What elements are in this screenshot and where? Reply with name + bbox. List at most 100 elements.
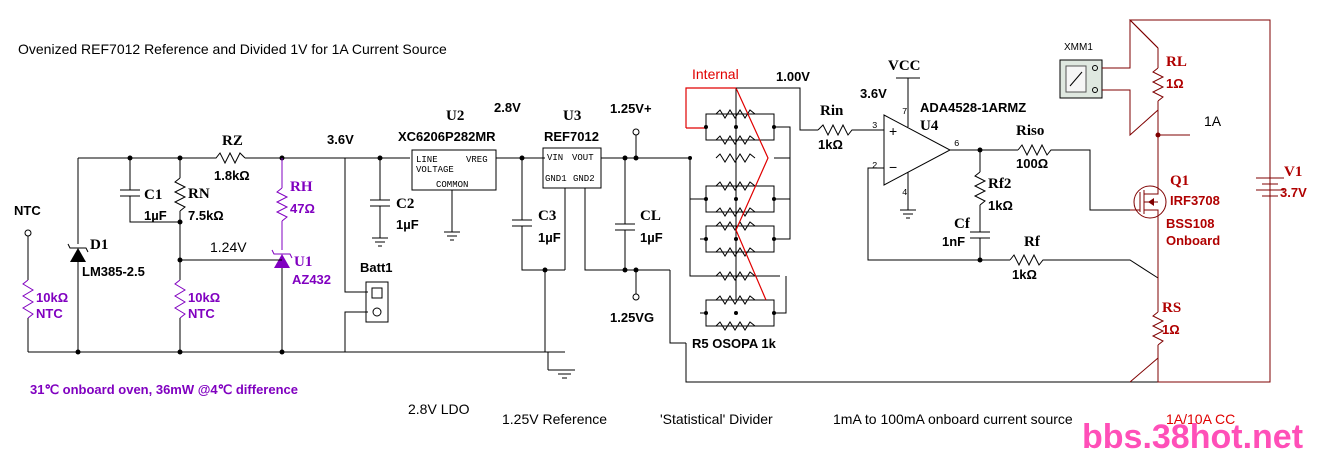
ground-main <box>547 352 575 379</box>
ntc-label: NTC <box>14 203 41 218</box>
u3-pin-vout: VOUT <box>572 153 594 163</box>
divider-section: Internal <box>660 66 1270 427</box>
ntc1-resistor <box>22 279 34 319</box>
ntc-terminal <box>22 229 34 352</box>
rn-value: 7.5kΩ <box>188 208 224 223</box>
u2-pin-line: LINE <box>416 155 438 165</box>
rz-value: 1.8kΩ <box>214 168 250 183</box>
rf2-value: 1kΩ <box>988 198 1013 213</box>
c1-capacitor <box>120 155 180 223</box>
u3-pin-gnd2: GND2 <box>573 174 595 184</box>
rh-value: 47Ω <box>290 201 315 216</box>
u3-ref: U3 <box>563 108 581 124</box>
rin-ref: Rin <box>820 103 844 119</box>
ntc2-value: NTC <box>188 306 215 321</box>
cl-ref: CL <box>640 208 661 224</box>
c3-ref: C3 <box>538 208 556 224</box>
net-1v00: 1.00V <box>776 69 810 84</box>
rh-ref: RH <box>290 179 313 195</box>
net-2v8: 2.8V <box>494 100 521 115</box>
net-1v25-plus: 1.25V+ <box>610 101 652 116</box>
high-current-caption: 1A/10A CC <box>1166 411 1235 427</box>
u4-pin7: 7 <box>902 107 907 117</box>
ntc2-ref: 10kΩ <box>188 290 220 305</box>
current-source-caption: 1mA to 100mA onboard current source <box>833 411 1073 427</box>
u3-pin-vin: VIN <box>547 153 563 163</box>
r5-label: R5 OSOPA 1k <box>692 336 777 351</box>
cf-ref: Cf <box>954 216 971 232</box>
current-source-section: Rin 1kΩ + − 3 2 6 7 4 VCC 3.6V U4 ADA452… <box>817 58 1159 427</box>
oven-caption: 31℃ onboard oven, 36mW @4℃ difference <box>30 382 298 397</box>
u3-part: REF7012 <box>544 129 599 144</box>
u2-pin-vreg: VREG <box>466 155 488 165</box>
d1-diode <box>67 158 89 352</box>
riso-ref: Riso <box>1016 123 1044 139</box>
watermark: bbs.38hot.net <box>1082 418 1303 451</box>
rn-ref: RN <box>188 186 210 202</box>
d1-ref: D1 <box>90 237 108 253</box>
rs-ref: RS <box>1162 300 1181 316</box>
cl-value: 1µF <box>640 230 663 245</box>
divider-caption: 'Statistical' Divider <box>660 411 773 427</box>
net-vcc: VCC <box>888 58 921 74</box>
u2-pin-voltage: VOLTAGE <box>416 165 454 175</box>
rl-value: 1Ω <box>1166 76 1184 91</box>
rh-u1 <box>270 155 293 355</box>
rf2-ref: Rf2 <box>988 176 1011 192</box>
net-1v25-g: 1.25VG <box>610 310 654 325</box>
batt-ref: Batt1 <box>360 260 393 275</box>
ldo-caption: 2.8V LDO <box>408 401 470 417</box>
c3-value: 1µF <box>538 230 561 245</box>
q1-part: IRF3708 <box>1170 193 1220 208</box>
u4-pin2: 2 <box>872 161 877 171</box>
net-1v24: 1.24V <box>210 239 247 255</box>
ntc1-value: NTC <box>36 306 63 321</box>
rf-value: 1kΩ <box>1012 267 1037 282</box>
internal-label: Internal <box>692 66 739 82</box>
u2-pin-common: COMMON <box>436 180 468 190</box>
rl-ref: RL <box>1166 54 1187 70</box>
net-3v6-a: 3.6V <box>327 132 354 147</box>
riso-value: 100Ω <box>1016 156 1048 171</box>
c2-value: 1µF <box>396 217 419 232</box>
ntc1-ref: 10kΩ <box>36 290 68 305</box>
u4-pin4: 4 <box>902 188 907 198</box>
c2-ref: C2 <box>396 196 414 212</box>
d1-value: LM385-2.5 <box>82 264 145 279</box>
net-1a: 1A <box>1204 113 1222 129</box>
rz-ref: RZ <box>222 133 243 149</box>
rs-value: 1Ω <box>1162 322 1180 337</box>
v1-battery <box>1256 20 1284 382</box>
battery-connector <box>344 281 389 352</box>
high-current-section: XMM1 RL 1Ω 1A Q1 IRF3708 BSS108 Onboard <box>1059 19 1307 427</box>
net-3v6-b: 3.6V <box>860 86 887 101</box>
u3-pin-gnd1: GND1 <box>545 174 567 184</box>
c1-value: 1µF <box>144 208 167 223</box>
reference-caption: 1.25V Reference <box>502 411 607 427</box>
svg-text:−: − <box>889 159 897 175</box>
u4-pin6: 6 <box>954 139 959 149</box>
svg-text:+: + <box>889 123 897 139</box>
multimeter-xmm1 <box>1059 20 1159 137</box>
rn-resistor <box>173 155 187 355</box>
u4-pin3: 3 <box>872 121 877 131</box>
q1-note: Onboard <box>1166 233 1220 248</box>
oven-section: NTC 10kΩ NTC D1 LM385-2.5 C1 1µF <box>14 132 565 397</box>
u1-ref: U1 <box>294 254 312 270</box>
rin-value: 1kΩ <box>818 137 843 152</box>
u4-ref: U4 <box>920 118 939 134</box>
cf-value: 1nF <box>942 234 965 249</box>
c1-ref: C1 <box>144 187 162 203</box>
q1-alt: BSS108 <box>1166 216 1214 231</box>
ldo-section: C2 1µF LINE VOLTAGE VREG COMMON U2 XC620… <box>370 100 565 417</box>
u4-part: ADA4528-1ARMZ <box>920 100 1026 115</box>
u1-value: AZ432 <box>292 272 331 287</box>
reference-section: VIN VOUT GND1 GND2 U3 REF7012 1.25V+ CL … <box>502 101 690 427</box>
v1-value: 3.7V <box>1280 185 1307 200</box>
u2-ref: U2 <box>446 108 464 124</box>
rf-ref: Rf <box>1024 234 1041 250</box>
schematic-title: Ovenized REF7012 Reference and Divided 1… <box>18 41 447 57</box>
r5-divider-array <box>669 87 818 344</box>
v1-ref: V1 <box>1284 164 1302 180</box>
